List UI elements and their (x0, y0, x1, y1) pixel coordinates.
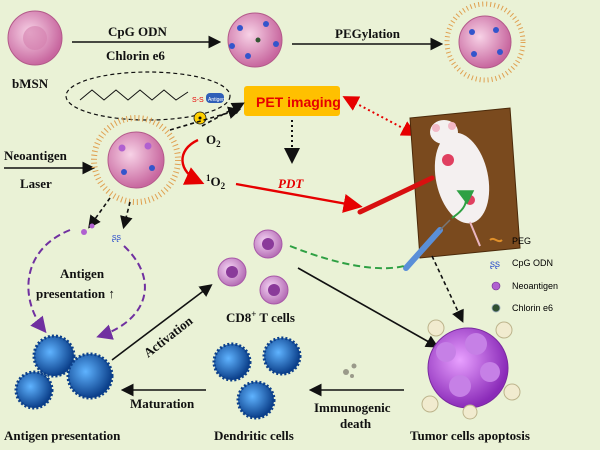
chem-antigen-tag-label: Antigen (208, 97, 225, 103)
chem-antigen-tag (206, 93, 224, 103)
arrow-to-pet (201, 102, 245, 127)
pegylation-label: PEGylation (335, 26, 401, 41)
cd8-t-cells (217, 229, 289, 305)
chem-structure-callout (65, 71, 231, 121)
immunogenic-line2: death (340, 416, 372, 431)
arrow-purple-right (96, 245, 146, 340)
released-neoantigen (81, 229, 87, 235)
arrow-green-dashed (289, 245, 405, 270)
dendritic-label: Dendritic cells (214, 428, 294, 443)
pet-imaging-box (244, 86, 340, 116)
pet-imaging-label: PET imaging (256, 94, 341, 110)
neoantigen-input-label: Neoantigen (4, 148, 68, 163)
laser-beam (357, 175, 435, 215)
arrow-pet-mouse (342, 96, 418, 136)
chlorin-label: Chlorin e6 (106, 48, 165, 63)
arrow-injection (451, 190, 475, 219)
tumor-label: Tumor cells apoptosis (410, 428, 530, 443)
dendritic-cells (212, 336, 302, 420)
activation-label: Activation (141, 313, 196, 361)
released-neoantigen (89, 223, 95, 229)
legend-label: Chlorin e6 (512, 303, 553, 313)
legend: PEG ʂʂ CpG ODN Neoantigen Chlorin e6 (489, 236, 558, 313)
pdt-label: PDT (278, 176, 304, 191)
maturation-label: Maturation (130, 396, 195, 411)
peg-icon (489, 237, 503, 243)
legend-label: PEG (512, 236, 531, 246)
released-cpg: ʂʂ (112, 232, 122, 242)
o2-label: O2 (206, 132, 221, 149)
bmsn-particle (7, 10, 63, 66)
arrow-neo-pet (169, 106, 242, 131)
arrow-mouse-tumor (431, 255, 464, 323)
arrow-release-right (120, 201, 133, 230)
arrow-purple-left (27, 229, 71, 334)
laser-label: Laser (20, 176, 52, 191)
cd8-label: CD8+ T cells (226, 309, 295, 325)
arrow-pdt (235, 182, 363, 213)
neoantigen-particle (91, 115, 181, 205)
tumor-mass (421, 319, 521, 420)
cpg-odn-label: CpG ODN (108, 24, 167, 39)
neoantigen-icon (491, 281, 501, 291)
syringe-icon (403, 219, 451, 271)
chlorin-e6-icon (491, 303, 501, 313)
arrow-activation (111, 284, 213, 361)
antigen-presenting-cells (14, 334, 114, 410)
legend-label: Neoantigen (512, 281, 558, 291)
arrow-release-left (88, 197, 111, 229)
debris-icon (343, 363, 357, 378)
legend-label: CpG ODN (512, 258, 553, 268)
arrow-o2-conversion (181, 138, 205, 185)
chem-linker: S-S (192, 97, 204, 104)
pegylated-particle (444, 1, 526, 83)
antigen-pres-up-line2: presentation ↑ (36, 286, 115, 301)
singlet-o2-label: 1O2 (206, 173, 226, 191)
chem-chain (79, 89, 189, 101)
antigen-presentation-label: Antigen presentation (4, 428, 121, 443)
radiation-icon (193, 111, 207, 125)
mouse-board (409, 107, 521, 259)
antigen-pres-up-line1: Antigen (60, 266, 105, 281)
bmsn-label: bMSN (12, 76, 49, 91)
immunogenic-line1: Immunogenic (314, 400, 391, 415)
arrow-cd8-tumor (297, 267, 439, 348)
cpg-odn-icon: ʂʂ (490, 259, 500, 270)
loaded-particle (227, 12, 283, 68)
